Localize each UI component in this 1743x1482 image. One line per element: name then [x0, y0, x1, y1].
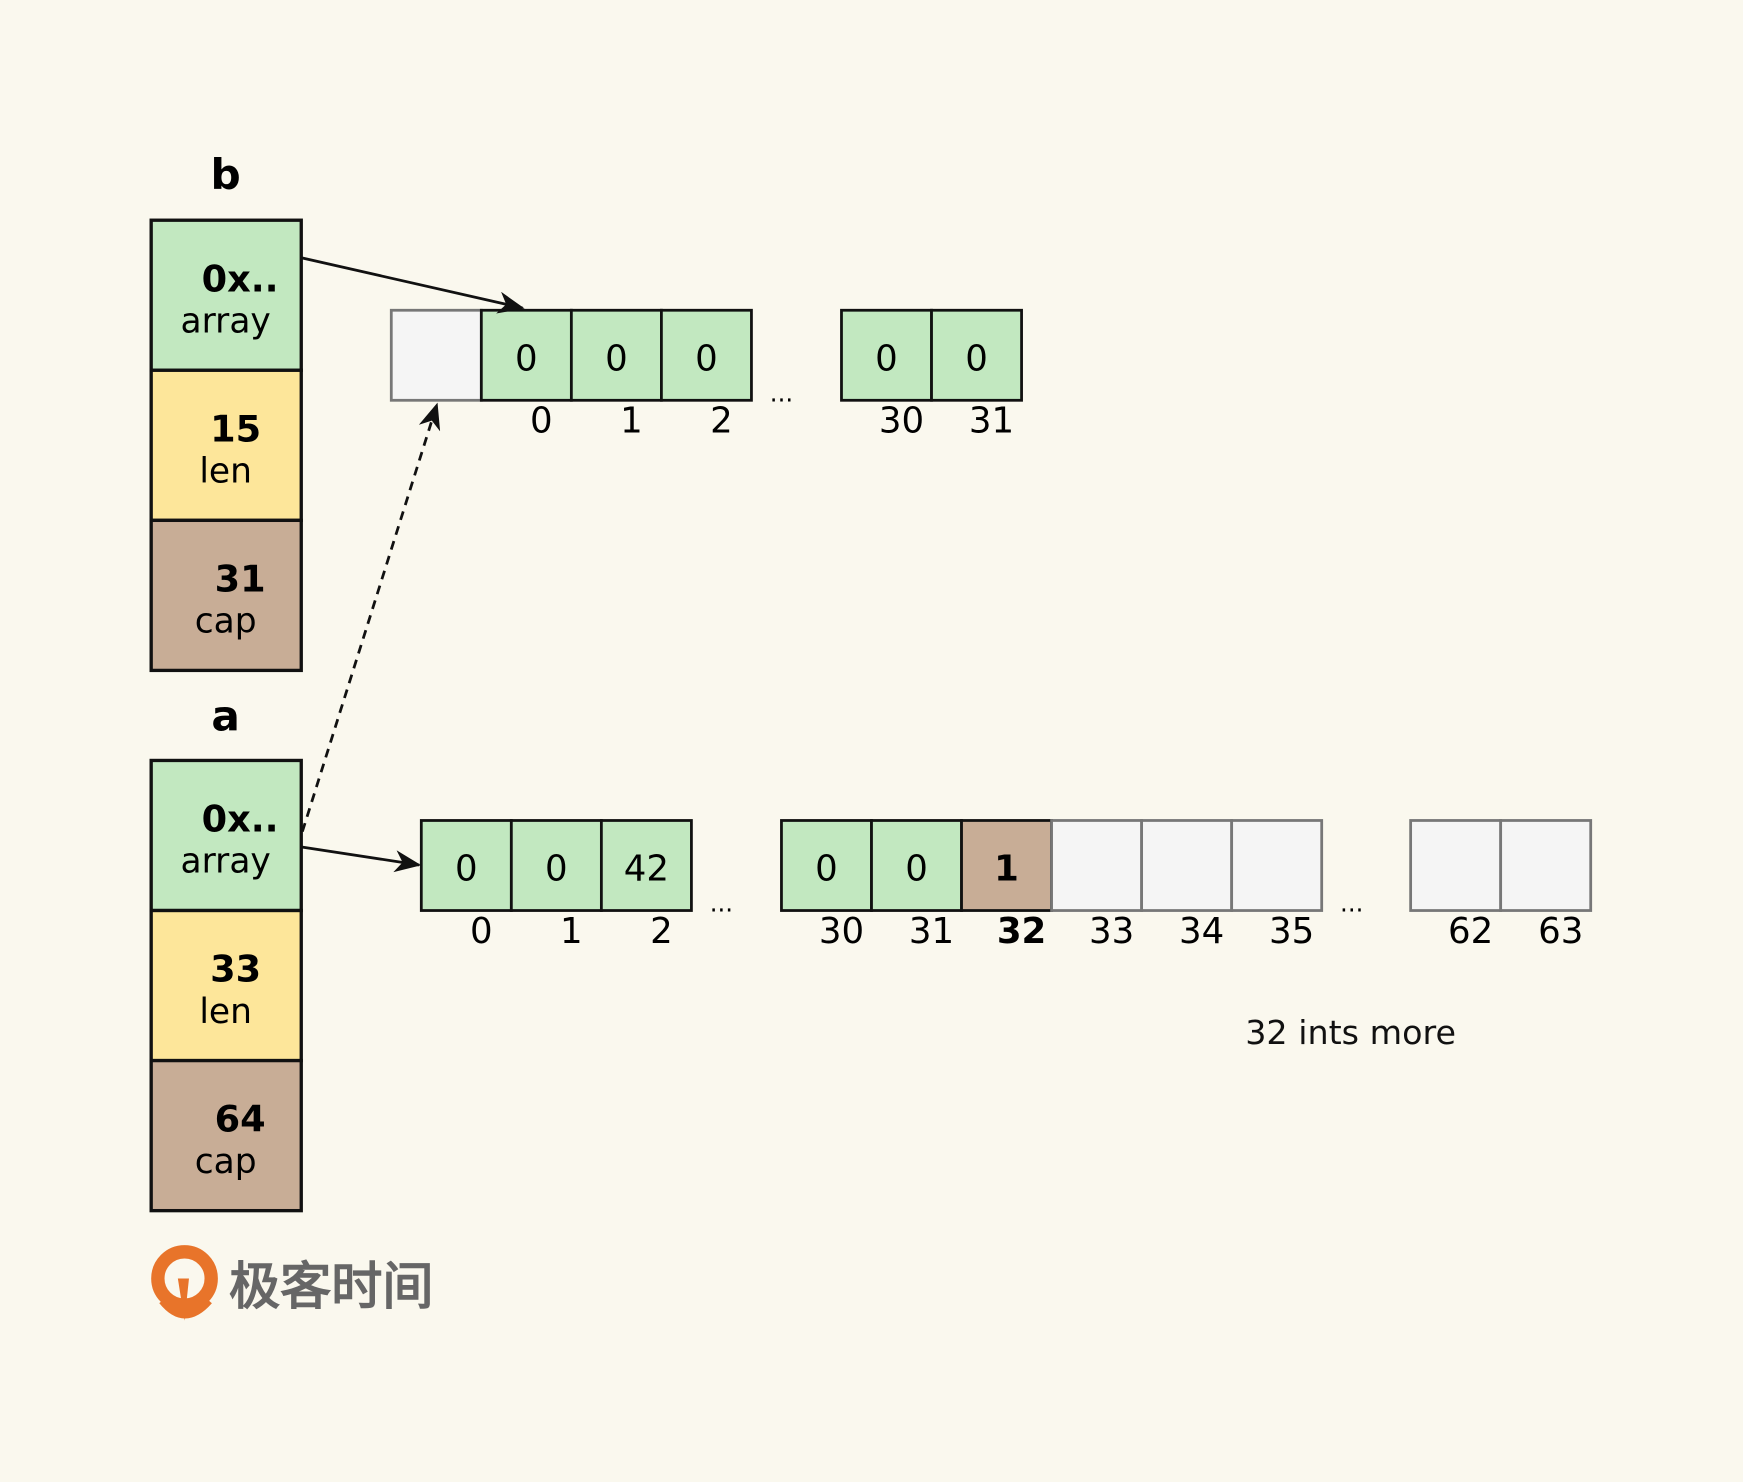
- cell-box: [509, 819, 603, 912]
- array-cell: 00: [419, 819, 513, 952]
- array-field-label: array: [181, 301, 271, 341]
- cell-value: 0: [545, 849, 568, 890]
- cell-value: 0: [605, 338, 628, 379]
- extra-capacity-note: 32 ints more: [1245, 1013, 1456, 1052]
- old-array-dashed-arrow: [301, 402, 441, 833]
- cell-box: [840, 308, 933, 402]
- cell-box: [1409, 819, 1503, 912]
- len-field-label: len: [199, 992, 252, 1032]
- cell-index: 30: [879, 401, 924, 442]
- cell-box: [389, 308, 483, 402]
- geektime-logo-icon: [151, 1245, 218, 1321]
- geektime-logo: 极客时间: [151, 1245, 434, 1321]
- array-field-value: 0x..: [202, 257, 279, 300]
- cell-box: [1140, 819, 1234, 912]
- cell-box: [1050, 819, 1144, 912]
- array-cell: 0 31: [930, 308, 1023, 442]
- cell-value: 1: [994, 849, 1019, 890]
- cell-index: 34: [1179, 911, 1224, 952]
- cell-value: 42: [624, 849, 669, 890]
- array-cell: 0 30: [840, 308, 933, 442]
- array-cell: 1 32: [960, 819, 1053, 952]
- array-field-label: array: [181, 842, 271, 882]
- ellipsis: ...: [770, 378, 793, 407]
- array-cell: 00: [479, 308, 573, 442]
- array-cell: 62: [1409, 819, 1503, 952]
- len-field-value: 15: [210, 407, 261, 450]
- cell-value: 0: [905, 849, 928, 890]
- cell-box: [660, 308, 753, 402]
- cell-box: [1499, 819, 1593, 912]
- cell-value: 0: [515, 338, 538, 379]
- len-field: [149, 368, 303, 523]
- cap-field: [149, 518, 303, 673]
- cell-value: 0: [815, 849, 838, 890]
- cell-index: 31: [909, 911, 954, 952]
- top-backing-array: 000102030031...: [389, 308, 1023, 442]
- a-array-pointer-arrow: [302, 845, 422, 873]
- cell-box: [870, 819, 963, 912]
- array-cell: 01: [509, 819, 603, 952]
- len-field-label: len: [199, 452, 252, 492]
- len-field-value: 33: [210, 948, 261, 991]
- array-cell: 42 2: [599, 819, 693, 952]
- cell-box: [930, 308, 1023, 402]
- array-cell: [389, 308, 483, 402]
- cell-box: [960, 819, 1053, 912]
- cell-box: [1230, 819, 1324, 912]
- cell-index: 1: [620, 401, 643, 442]
- array-field: [149, 218, 303, 372]
- cell-index: 32: [997, 911, 1046, 952]
- cell-box: [599, 819, 693, 912]
- array-cell: 35: [1230, 819, 1324, 952]
- cell-index: 31: [969, 401, 1014, 442]
- cell-index: 0: [470, 911, 493, 952]
- cell-box: [780, 819, 873, 912]
- array-cell: 02: [660, 308, 753, 442]
- slice-name: b: [211, 150, 241, 199]
- cell-index: 62: [1448, 911, 1493, 952]
- array-cell: 01: [569, 308, 663, 442]
- array-cell: 0 30: [780, 819, 873, 952]
- cap-field: [149, 1058, 303, 1213]
- cap-field-label: cap: [195, 1142, 257, 1182]
- cell-index: 1: [560, 911, 583, 952]
- ellipsis: ...: [710, 889, 733, 918]
- array-cell: 63: [1499, 819, 1593, 952]
- cell-value: 0: [875, 338, 898, 379]
- cap-field-value: 31: [215, 557, 266, 600]
- cell-index: 63: [1538, 911, 1583, 952]
- cell-box: [419, 819, 513, 912]
- b-array-pointer-arrow: [302, 256, 525, 314]
- cell-box: [479, 308, 573, 402]
- geektime-logo-text: 极客时间: [229, 1258, 434, 1317]
- cell-index: 2: [710, 401, 733, 442]
- array-field-value: 0x..: [202, 798, 279, 841]
- cell-index: 33: [1089, 911, 1134, 952]
- cell-box: [569, 308, 663, 402]
- ellipsis: ...: [1340, 889, 1363, 918]
- cap-field-value: 64: [215, 1098, 266, 1141]
- array-cell: 34: [1140, 819, 1234, 952]
- cell-index: 2: [650, 911, 673, 952]
- cap-field-label: cap: [195, 602, 257, 642]
- cell-value: 0: [965, 338, 988, 379]
- cell-index: 35: [1269, 911, 1314, 952]
- cell-value: 0: [455, 849, 478, 890]
- slice-name: a: [211, 691, 240, 740]
- cell-index: 0: [530, 401, 553, 442]
- array-cell: 33: [1050, 819, 1144, 952]
- cell-value: 0: [695, 338, 718, 379]
- array-cell: 0 31: [870, 819, 963, 952]
- cell-index: 30: [819, 911, 864, 952]
